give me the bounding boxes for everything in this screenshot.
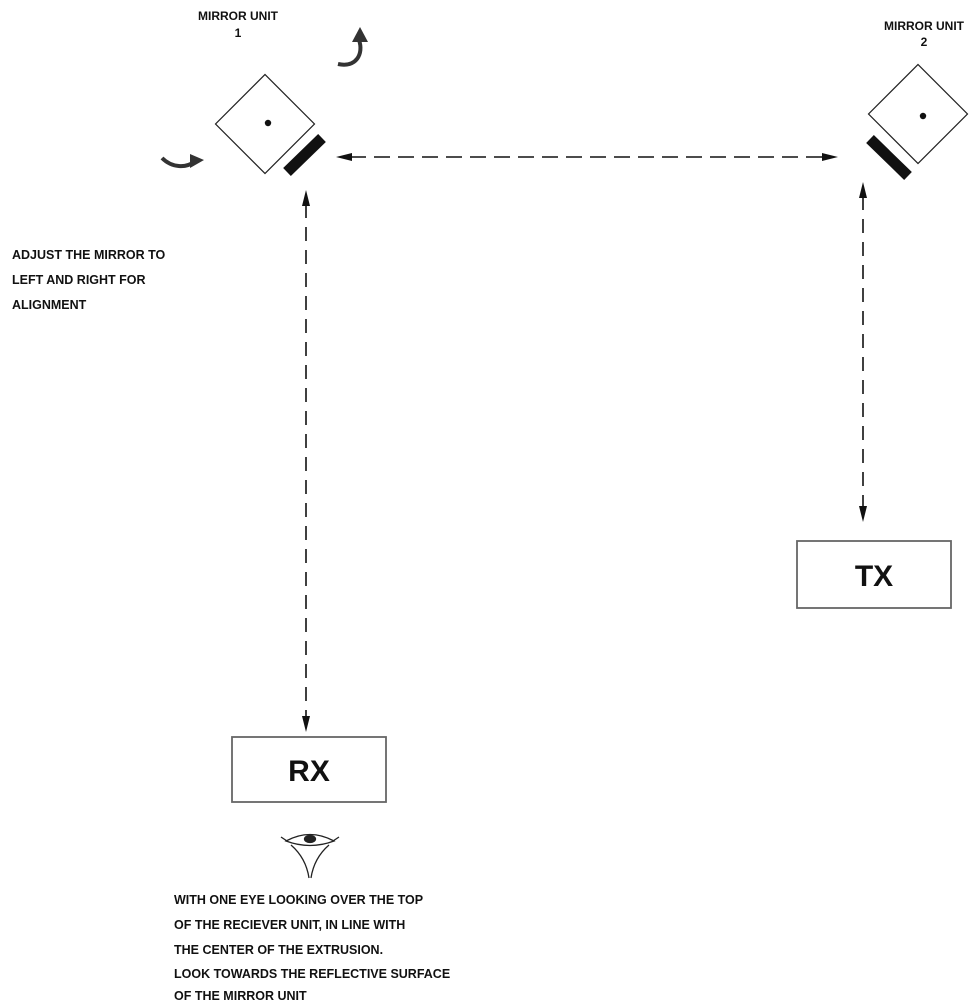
adjust-note: ADJUST THE MIRROR TO LEFT AND RIGHT FOR …	[12, 248, 166, 312]
eye-icon	[280, 833, 340, 879]
arrowhead-icon	[302, 716, 310, 732]
transmitter-unit: TX	[796, 540, 952, 609]
arrowhead-icon	[822, 153, 838, 161]
mirror-unit-2-title: MIRROR UNIT	[884, 19, 965, 33]
mirror-unit-1-pivot	[264, 119, 272, 127]
rotate-arrow-icon-head	[352, 27, 368, 42]
mirror-unit-2-body	[867, 63, 969, 165]
adjust-note-line: ADJUST THE MIRROR TO	[12, 248, 166, 262]
rotate-arrow-icon-head	[190, 154, 204, 168]
eye-note: WITH ONE EYE LOOKING OVER THE TOP OF THE…	[174, 893, 450, 1002]
adjust-note-line: ALIGNMENT	[12, 298, 87, 312]
receiver-box	[231, 736, 387, 803]
transmitter-box	[796, 540, 952, 609]
arrowhead-icon	[859, 182, 867, 198]
mirror-unit-2-number: 2	[921, 35, 928, 49]
eye-note-line: LOOK TOWARDS THE REFLECTIVE SURFACE	[174, 967, 450, 981]
mirror-unit-1-title: MIRROR UNIT	[198, 9, 279, 23]
eye-note-line: OF THE RECIEVER UNIT, IN LINE WITH	[174, 918, 405, 932]
eye-note-line: THE CENTER OF THE EXTRUSION.	[174, 943, 383, 957]
receiver-label: RX	[288, 755, 330, 788]
mirror-unit-1-reflector	[283, 134, 326, 176]
arrowhead-icon	[859, 506, 867, 522]
rotate-arrow-icon	[160, 156, 196, 169]
receiver-unit: RX	[231, 736, 387, 803]
arrowhead-icon	[336, 153, 352, 161]
adjust-note-line: LEFT AND RIGHT FOR	[12, 273, 146, 287]
arrowhead-icon	[302, 190, 310, 206]
mirror-unit-2-reflector	[866, 135, 912, 180]
transmitter-label: TX	[855, 560, 893, 593]
mirror-unit-2-pivot	[919, 112, 927, 120]
eye-note-line: WITH ONE EYE LOOKING OVER THE TOP	[174, 893, 423, 907]
mirror-unit-2: MIRROR UNIT 2	[866, 19, 969, 180]
rotate-arrow-icon	[337, 39, 363, 67]
eye-note-line: OF THE MIRROR UNIT	[174, 989, 307, 1002]
beam-paths	[302, 153, 867, 732]
mirror-unit-1: MIRROR UNIT 1	[160, 9, 368, 176]
mirror-unit-1-number: 1	[235, 26, 242, 40]
